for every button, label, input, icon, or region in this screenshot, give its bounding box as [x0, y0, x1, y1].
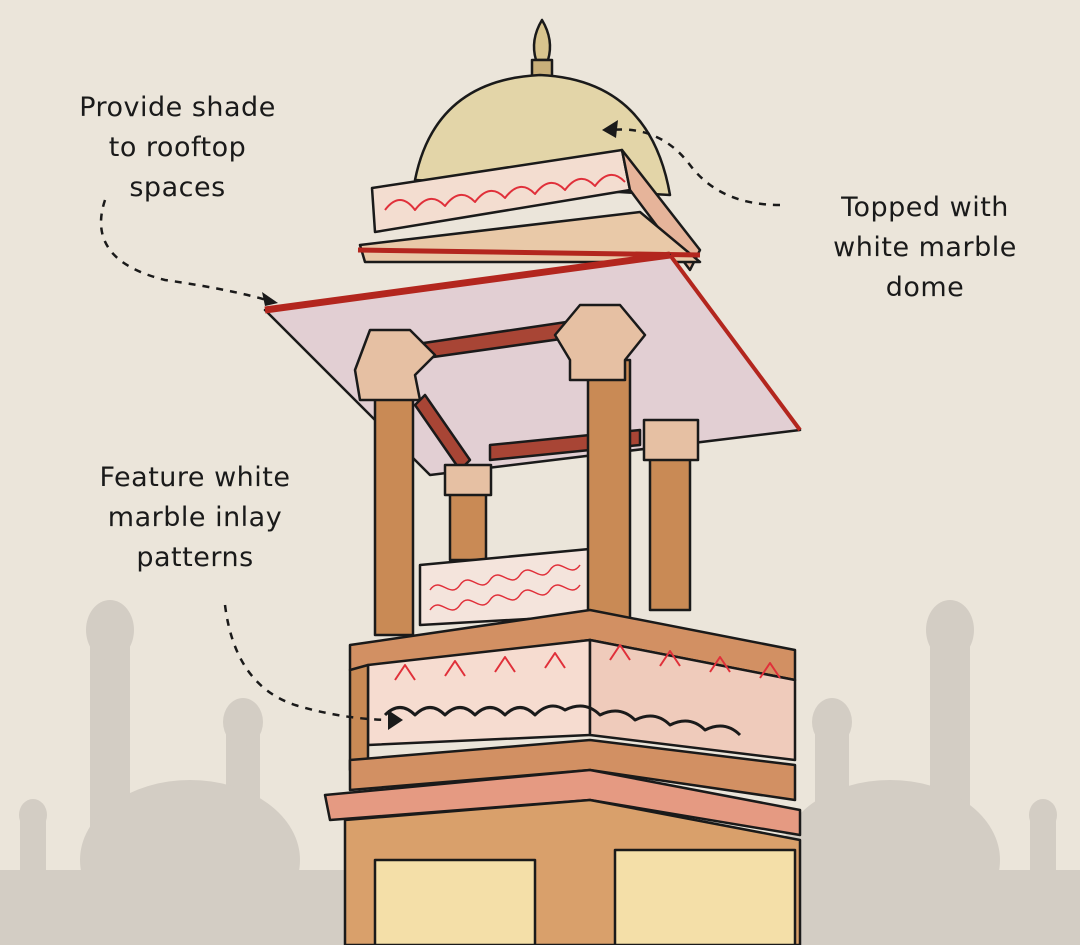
dome-finial — [532, 18, 552, 62]
annotation-line: to rooftop — [108, 132, 247, 163]
mosque-silhouette — [0, 600, 1080, 945]
annotation-line: Provide shade — [79, 92, 276, 123]
arrow-inlay — [223, 604, 396, 722]
arrow-shade — [99, 199, 274, 304]
arrow-dome — [609, 128, 781, 207]
annotation-arrows — [99, 128, 781, 722]
annotation-line: spaces — [129, 172, 226, 203]
annotation-line: patterns — [136, 542, 254, 573]
arrowheads — [262, 120, 618, 730]
annotation-line: dome — [885, 272, 965, 303]
minaret-tower — [263, 18, 802, 945]
arrowhead-inlay — [388, 710, 403, 730]
annotation-line: white marble — [833, 232, 1017, 263]
annotation-shade: Provide shade to rooftop spaces — [55, 88, 300, 208]
arrowhead-shade — [262, 292, 278, 306]
annotation-line: marble inlay — [107, 502, 283, 533]
annotation-inlay: Feature white marble inlay patterns — [70, 458, 320, 578]
annotation-line: Topped with — [841, 192, 1009, 223]
annotation-dome: Topped with white marble dome — [805, 188, 1045, 308]
inlay-pattern — [383, 704, 742, 737]
annotation-line: Feature white — [99, 462, 291, 493]
arrowhead-dome — [602, 120, 618, 138]
